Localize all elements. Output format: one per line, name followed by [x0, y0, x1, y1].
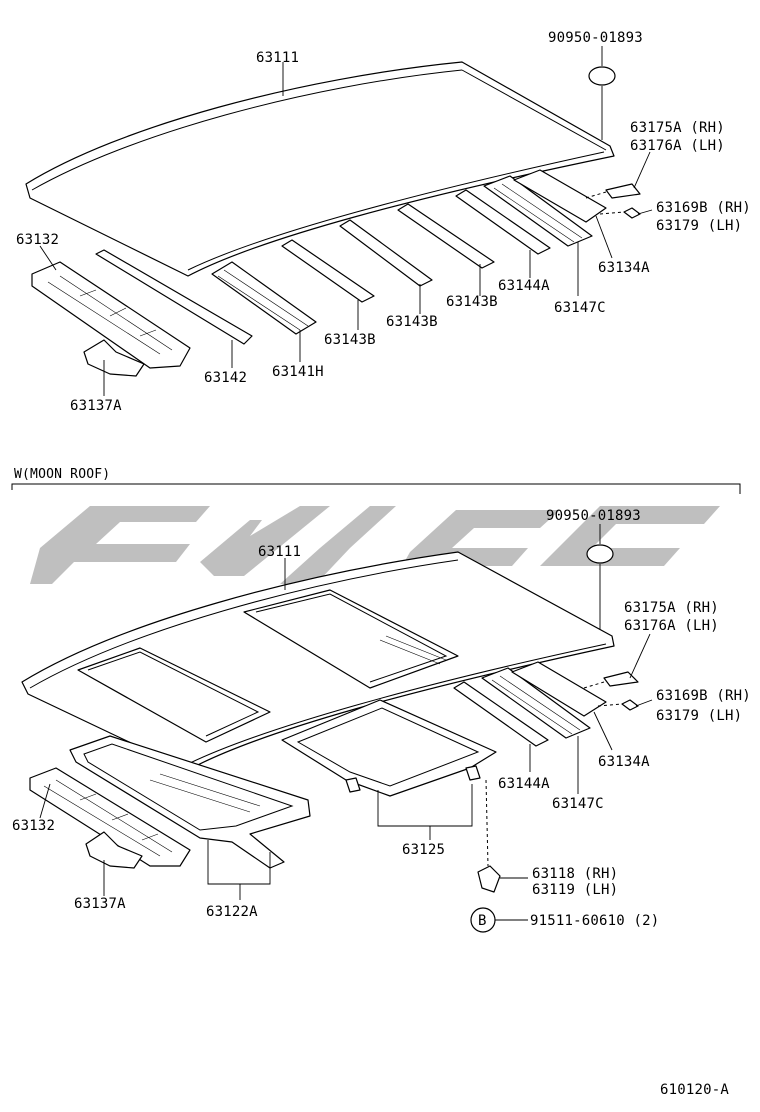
label-63132-bottom: 63132 — [12, 818, 55, 834]
label-63179-top: 63179 (LH) — [656, 218, 742, 234]
top-assembly — [25, 61, 641, 377]
label-63144a-bottom: 63144A — [498, 776, 550, 792]
clip-63169b-bottom — [621, 699, 639, 711]
label-63169b-top: 63169B (RH) — [656, 200, 751, 216]
label-91511-bottom: 91511-60610 (2) — [530, 913, 659, 929]
reinforcement-frame-63122a — [69, 735, 311, 869]
label-63118-bottom: 63118 (RH) — [532, 866, 618, 882]
label-63175a-bottom: 63175A (RH) — [624, 600, 719, 616]
label-63134a-top: 63134A — [598, 260, 650, 276]
roof-bow-63143b-1 — [281, 239, 375, 303]
label-63169b-bottom: 63169B (RH) — [656, 688, 751, 704]
roof-bow-63143b-3 — [397, 203, 495, 269]
label-63137a-top: 63137A — [70, 398, 122, 414]
top-labels: 63111 90950-01893 63175A (RH) 63176A (LH… — [16, 30, 751, 414]
figure-code: 610120-A — [660, 1082, 729, 1098]
roof-bow-63142 — [95, 249, 253, 345]
roof-bow-63143b-2 — [339, 219, 433, 287]
label-63125-bottom: 63125 — [402, 842, 445, 858]
label-63179-bottom: 63179 (LH) — [656, 708, 742, 724]
grommet-part-bottom — [586, 544, 614, 564]
roof-bow-63144a — [455, 189, 551, 255]
label-63141h-top: 63141H — [272, 364, 324, 380]
bracket-63137a — [83, 339, 145, 377]
label-63142-top: 63142 — [204, 370, 247, 386]
rear-header-63134a-bottom — [511, 661, 607, 717]
grommet-part — [588, 66, 616, 86]
roof-bow-63147c-bottom — [481, 667, 591, 739]
label-63143b-top-2: 63143B — [386, 314, 438, 330]
front-header-63132-bottom — [29, 767, 191, 867]
roof-bow-63141h — [211, 261, 317, 335]
bracket-63175a — [605, 183, 641, 199]
bracket-63175a-bottom — [603, 671, 639, 687]
bottom-assembly — [21, 544, 639, 933]
label-63134a-bottom: 63134A — [598, 754, 650, 770]
top-leaders — [39, 46, 653, 396]
label-63144a-top: 63144A — [498, 278, 550, 294]
roof-bow-63144a-bottom — [453, 681, 549, 747]
label-90950-bottom: 90950-01893 — [546, 508, 641, 524]
watermark-logo — [30, 506, 720, 584]
label-63176a-bottom: 63176A (LH) — [624, 618, 719, 634]
rear-header-63134a — [513, 169, 607, 223]
label-63137a-bottom: 63137A — [74, 896, 126, 912]
label-63176a-top: 63176A (LH) — [630, 138, 725, 154]
bottom-labels: 63111 90950-01893 63175A (RH) 63176A (LH… — [12, 508, 751, 929]
label-63147c-top: 63147C — [554, 300, 606, 316]
label-63111-bottom: 63111 — [258, 544, 301, 560]
label-63132-top: 63132 — [16, 232, 59, 248]
bracket-63137a-bottom — [85, 831, 143, 869]
clip-63169b — [623, 207, 641, 219]
moon-roof-section-header: W(MOON ROOF) — [11, 467, 741, 494]
label-63143b-top-1: 63143B — [324, 332, 376, 348]
label-63175a-top: 63175A (RH) — [630, 120, 725, 136]
section-title: W(MOON ROOF) — [14, 467, 110, 482]
label-63143b-top-3: 63143B — [446, 294, 498, 310]
front-header-63132 — [31, 261, 191, 369]
bracket-63118 — [477, 865, 501, 893]
roof-bow-63147c — [483, 175, 593, 247]
label-63122a-bottom: 63122A — [206, 904, 258, 920]
label-bubble-b: B — [478, 913, 487, 929]
label-63119-bottom: 63119 (LH) — [532, 882, 618, 898]
bottom-leaders — [39, 524, 653, 921]
roof-panel-63111 — [25, 61, 615, 277]
label-63147c-bottom: 63147C — [552, 796, 604, 812]
label-63111-top: 63111 — [256, 50, 299, 66]
label-90950-top: 90950-01893 — [548, 30, 643, 46]
